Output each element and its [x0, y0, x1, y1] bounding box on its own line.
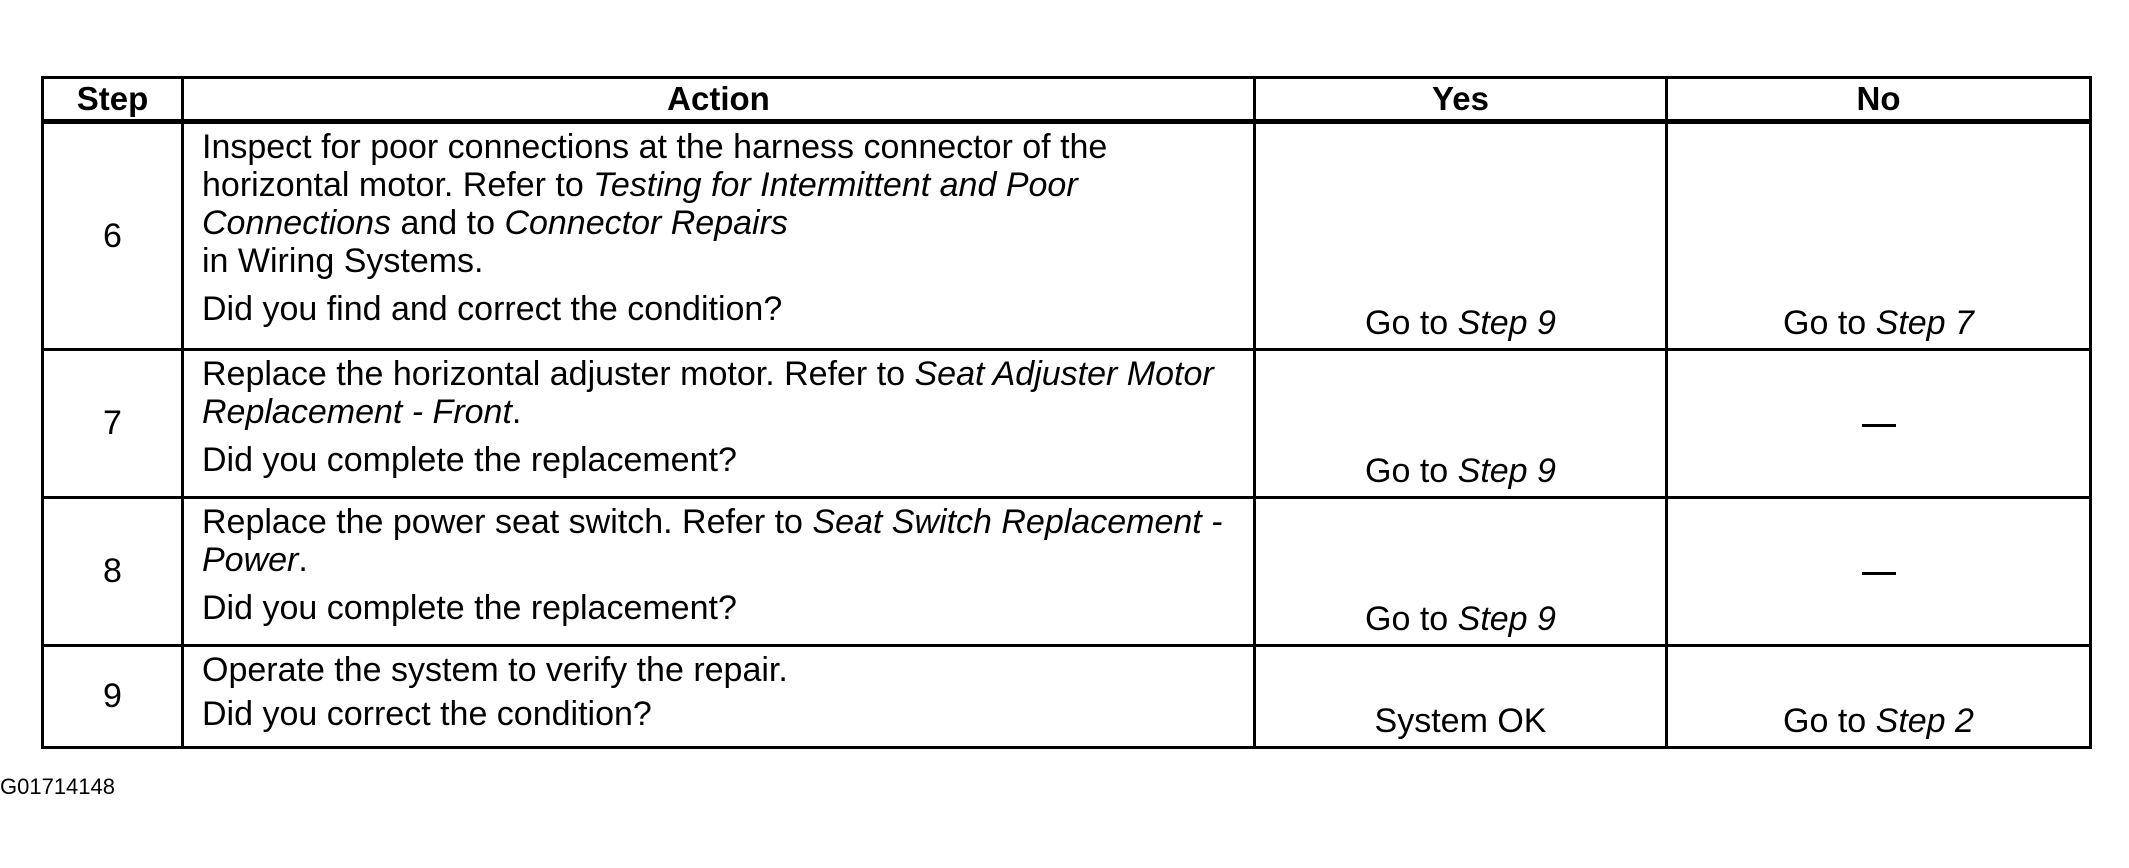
table-row: 6 Inspect for poor connections at the ha…: [41, 120, 2092, 351]
step-number: 8: [41, 496, 184, 647]
cross-reference: Seat Adjuster Motor Replacement - Front: [202, 355, 1214, 432]
action-question: Did you complete the replacement?: [202, 589, 737, 628]
header-action: Action: [181, 76, 1256, 124]
header-yes: Yes: [1253, 76, 1668, 124]
cross-reference: Connector Repairs: [504, 204, 788, 243]
step-number: 7: [41, 348, 184, 499]
header-row: Step Action Yes No: [41, 76, 2092, 124]
cross-reference: Step 9: [1457, 599, 1556, 638]
header-no: No: [1665, 76, 2092, 124]
cross-reference: Step 7: [1875, 303, 1974, 342]
action-question: Did you complete the replacement?: [202, 441, 737, 480]
yes-result: Go to Step 9: [1253, 120, 1668, 351]
action-cell: Replace the horizontal adjuster motor. R…: [181, 348, 1256, 499]
figure-id: G01714148: [0, 774, 115, 799]
table-row: 8 Replace the power seat switch. Refer t…: [41, 496, 2092, 647]
action-question: Did you correct the condition?: [202, 695, 652, 734]
cross-reference: Testing for Intermittent and Poor Connec…: [202, 166, 1078, 243]
action-instruction: Replace the power seat switch. Refer to …: [202, 503, 1223, 580]
yes-result: Go to Step 9: [1253, 348, 1668, 499]
yes-result: System OK: [1253, 644, 1668, 749]
table-row: 9 Operate the system to verify the repai…: [41, 644, 2092, 749]
action-instruction: Inspect for poor connections at the harn…: [202, 128, 1108, 281]
header-step: Step: [41, 76, 184, 124]
action-question: Did you find and correct the condition?: [202, 290, 783, 329]
diagnostic-table: Step Action Yes No 6 Inspect for poor co…: [41, 76, 2092, 749]
table-row: 7 Replace the horizontal adjuster motor.…: [41, 348, 2092, 499]
step-number: 9: [41, 644, 184, 749]
step-number: 6: [41, 120, 184, 351]
no-result: Go to Step 7: [1665, 120, 2092, 351]
table-body: 6 Inspect for poor connections at the ha…: [41, 120, 2092, 749]
action-cell: Replace the power seat switch. Refer to …: [181, 496, 1256, 647]
cross-reference: Step 2: [1875, 701, 1974, 740]
action-instruction: Replace the horizontal adjuster motor. R…: [202, 355, 1214, 432]
cross-reference: Step 9: [1457, 303, 1556, 342]
action-cell: Inspect for poor connections at the harn…: [181, 120, 1256, 351]
action-cell: Operate the system to verify the repair.…: [181, 644, 1256, 749]
no-result: [1665, 496, 2092, 647]
no-result: Go to Step 2: [1665, 644, 2092, 749]
cross-reference: Seat Switch Replacement - Power: [202, 503, 1223, 580]
cross-reference: Step 9: [1457, 451, 1556, 490]
no-result: [1665, 348, 2092, 499]
action-instruction: Operate the system to verify the repair.: [202, 651, 788, 689]
yes-result: Go to Step 9: [1253, 496, 1668, 647]
dash-mark: [1861, 423, 1896, 427]
dash-mark: [1861, 571, 1896, 575]
